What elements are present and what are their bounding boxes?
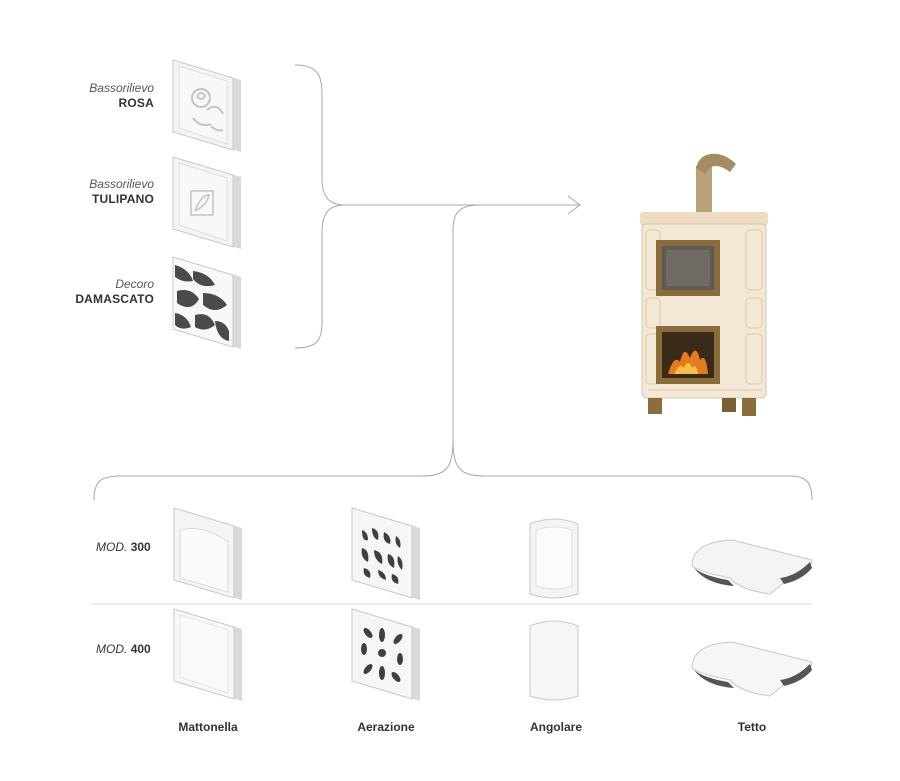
tetto-300-icon: [691, 539, 813, 595]
decor-name: DAMASCATO: [75, 292, 154, 306]
aerazione-400-icon: [351, 608, 420, 701]
decor-style: Bassorilievo: [89, 177, 154, 191]
model-label-400: MOD. 400: [96, 642, 151, 656]
model-label-300: MOD. 300: [96, 540, 151, 554]
mattonella-300-icon: [173, 507, 242, 600]
tile-tulipano-icon: [172, 156, 241, 249]
model-prefix: MOD.: [96, 540, 128, 554]
stove-image: [640, 153, 768, 416]
angolare-400-icon: [529, 620, 579, 701]
model-prefix: MOD.: [96, 642, 128, 656]
decor-brace: [294, 64, 346, 349]
mattonella-400-icon: [173, 608, 242, 701]
aerazione-300-icon: [351, 507, 420, 600]
tetto-400-icon: [691, 641, 813, 697]
angolare-300-icon: [529, 518, 579, 599]
decor-style: Decoro: [115, 277, 154, 291]
decor-style: Bassorilievo: [89, 81, 154, 95]
decor-name: TULIPANO: [91, 192, 154, 206]
arrow-head: [567, 195, 581, 215]
component-label-mattonella: Mattonella: [178, 720, 238, 734]
component-label-tetto: Tetto: [737, 720, 767, 734]
model-number: 300: [130, 540, 151, 554]
bottom-brace-right: [452, 439, 813, 501]
component-label-aerazione: Aerazione: [357, 720, 415, 734]
tile-rosa-icon: [172, 59, 241, 152]
decor-name: ROSA: [118, 96, 154, 110]
model-number: 400: [130, 642, 151, 656]
tile-damascato-icon: [172, 256, 241, 349]
decor-label-tulipano: Bassorilievo TULIPANO: [89, 177, 154, 207]
component-label-angolare: Angolare: [529, 720, 582, 734]
decor-label-damascato: Decoro DAMASCATO: [75, 277, 154, 307]
down-line: [93, 204, 481, 501]
decor-label-rosa: Bassorilievo ROSA: [89, 81, 154, 111]
